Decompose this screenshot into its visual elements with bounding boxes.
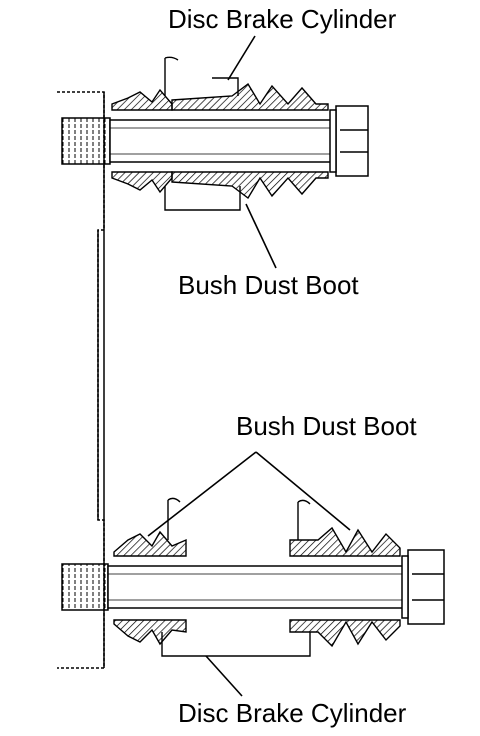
label-top-disc-brake-cylinder: Disc Brake Cylinder xyxy=(168,4,397,34)
bottom-bolt xyxy=(61,549,445,625)
top-bush-dust-boot-lower xyxy=(111,171,329,200)
label-bottom-disc-brake-cylinder: Disc Brake Cylinder xyxy=(178,698,407,728)
bottom-bush-dust-boot-left xyxy=(113,530,187,646)
top-cylinder-outline xyxy=(164,56,241,211)
top-bush-dust-boot-upper xyxy=(111,82,329,111)
label-bottom-bush-dust-boot: Bush Dust Boot xyxy=(236,411,417,441)
bottom-bush-dust-boot-right xyxy=(289,526,401,648)
bottom-leader-lines xyxy=(147,451,351,697)
label-top-bush-dust-boot: Bush Dust Boot xyxy=(178,270,359,300)
top-leader-lines xyxy=(227,35,277,269)
top-bolt xyxy=(61,105,369,177)
